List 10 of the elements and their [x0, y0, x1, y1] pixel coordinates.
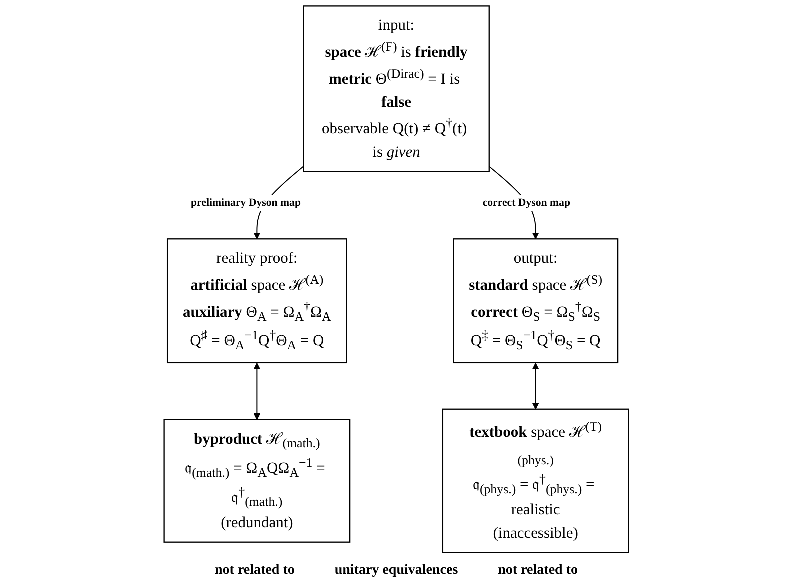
edge-label: preliminary Dyson map	[191, 197, 301, 209]
edge-label: correct Dyson map	[482, 197, 570, 209]
node-box: input: space ℋ$^{(F)}$ is friendly metric Θ$^{(Dirac)}$ = I is false observable Q(t) ≠ Q$^{†}$(t) is given	[303, 6, 490, 172]
node-box: output: standard space ℋ$^{(S)}$ correct Θ$_{S}$ = Ω$_{S}$$^{†}$Ω$_{S}$ Q$^{‡}$ = Θ$_{S}$$^{−1}$Q$^{†}$Θ$_{S}$ = Q	[453, 238, 619, 364]
arrow	[532, 362, 540, 410]
relation-note: not related to	[498, 563, 578, 579]
arrow	[254, 362, 261, 420]
relation-note: unitary equivalences	[334, 563, 458, 579]
node-box: reality proof: artificial space ℋ$^{(A)}$ auxiliary Θ$_{A}$ = Ω$_{A}$$^{†}$Ω$_{A}$ Q$^{♯}$ = Θ$_{A}$$^{−1}$Q$^{†}$Θ$_{A}$ = Q	[166, 238, 348, 364]
relation-note: not related to	[215, 563, 295, 579]
